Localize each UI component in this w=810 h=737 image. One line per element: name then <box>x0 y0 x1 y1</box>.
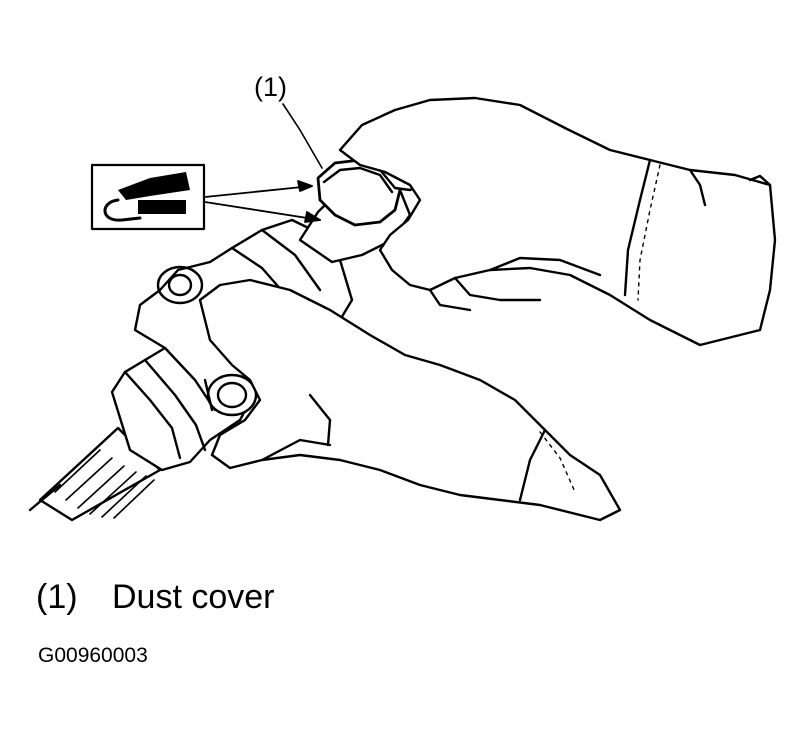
legend-text: Dust cover <box>112 578 275 616</box>
grease-symbol-box <box>90 163 206 231</box>
callout-label: (1) <box>254 72 287 102</box>
grease-arrows <box>204 180 321 223</box>
lower-hand <box>198 278 622 522</box>
figure-id: G00960003 <box>38 644 148 667</box>
legend-key: (1) <box>36 578 78 616</box>
upper-hand <box>338 96 777 347</box>
upper-port <box>156 265 204 305</box>
legend-item: (1) Dust cover <box>36 578 275 617</box>
grease-gun-icon <box>118 172 190 200</box>
callout-leader <box>282 103 323 169</box>
lower-port <box>206 373 258 417</box>
